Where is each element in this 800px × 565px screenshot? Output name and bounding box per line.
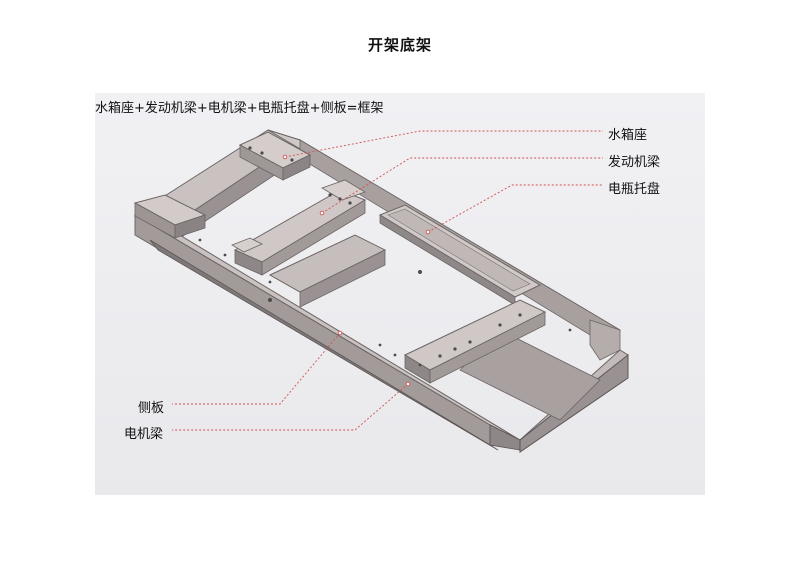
page-title: 开架底架	[367, 36, 432, 54]
battery-tray-inner	[387, 208, 531, 292]
engine-bracket	[231, 237, 263, 253]
leader-side-plate	[172, 332, 341, 405]
leader-motor-beam	[172, 383, 409, 431]
formula-caption: 水箱座+发动机梁+电机梁+电瓶托盘+侧板=框架	[95, 101, 384, 116]
label-motor-beam: 电机梁	[124, 427, 164, 442]
label-water-tank-seat: 水箱座	[608, 128, 648, 143]
leader-water-tank	[284, 130, 603, 158]
left-cross-front	[174, 214, 206, 239]
right-end-front	[489, 424, 521, 451]
bolt-holes	[198, 146, 572, 367]
front-rail-lower	[149, 239, 499, 451]
right-cross-front	[429, 311, 546, 384]
label-battery-tray: 电瓶托盘	[608, 182, 661, 197]
diagram-background	[95, 93, 705, 495]
leader-battery-tray	[427, 184, 603, 233]
water-tank-seat-front	[282, 154, 311, 181]
label-side-plate: 侧板	[138, 401, 165, 416]
leader-engine-beam	[321, 157, 603, 214]
engine-top-bracket	[321, 179, 366, 201]
label-engine-beam: 发动机梁	[608, 155, 661, 170]
right-end-face	[589, 319, 621, 361]
motor-cross-side	[299, 249, 386, 308]
engine-beam-front	[261, 199, 366, 276]
